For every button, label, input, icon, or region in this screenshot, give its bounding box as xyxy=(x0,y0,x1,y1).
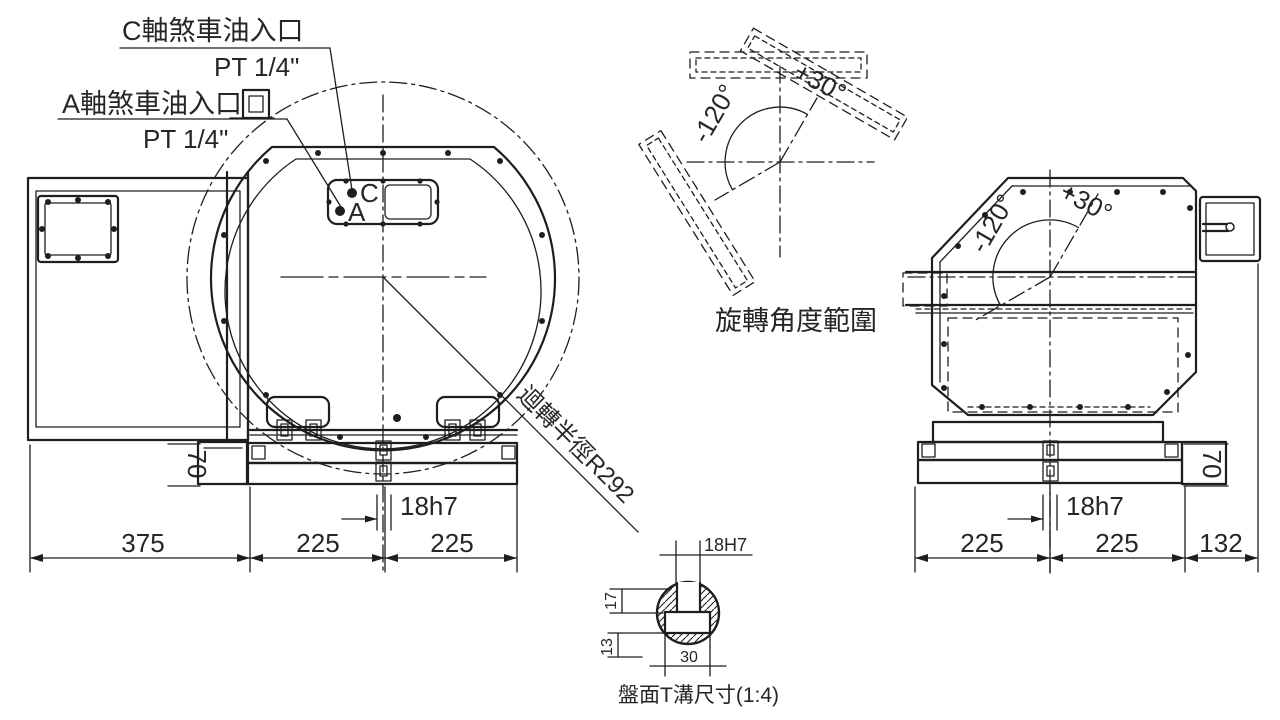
a-axis-callout-line2: PT 1/4" xyxy=(143,124,228,154)
detail-dim-17: 17 xyxy=(603,592,620,610)
dim-side-70: 70 xyxy=(1197,450,1227,479)
rotation-range-caption: 旋轉角度範圍 xyxy=(715,306,877,336)
side-dimensions: 70 225 225 132 18h7 xyxy=(914,263,1259,573)
swing-radius-label: 迴轉半徑R292 xyxy=(512,381,640,509)
front-dimensions: 70 375 225 225 18h7 xyxy=(29,442,518,573)
dim-front-70: 70 xyxy=(182,450,212,479)
dim-side-225b: 225 xyxy=(1095,528,1138,558)
port-a-label: A xyxy=(348,197,366,227)
tslot-detail: 18H7 17 13 30 盤面T溝尺寸(1:4) xyxy=(599,535,779,707)
side-angle-minus: -120° xyxy=(964,189,1021,258)
rotation-range-diagram: +30° -120° 旋轉角度範圍 xyxy=(638,27,909,336)
port-c-dot xyxy=(347,188,357,198)
dim-side-keyway: 18h7 xyxy=(1066,491,1124,521)
detail-dim-30: 30 xyxy=(680,649,698,666)
cabinet-box xyxy=(26,176,250,442)
detail-dim-18h7: 18H7 xyxy=(704,535,747,555)
port-a-dot xyxy=(335,206,345,216)
tslot-caption: 盤面T溝尺寸(1:4) xyxy=(618,684,779,707)
c-axis-callout-line1: C軸煞車油入口 xyxy=(122,16,304,46)
a-axis-callout-line1: A軸煞車油入口 xyxy=(62,89,242,119)
dim-front-375: 375 xyxy=(121,528,164,558)
side-base xyxy=(916,420,1228,486)
side-angle-plus: +30° xyxy=(1055,176,1117,228)
column-plate xyxy=(225,88,275,442)
c-axis-callout-line2: PT 1/4" xyxy=(214,52,299,82)
dim-front-225a: 225 xyxy=(296,528,339,558)
dim-side-132: 132 xyxy=(1199,528,1242,558)
front-view: C A 迴轉半徑R292 C軸煞車油入口 PT 1/4" A軸煞車油入口 PT … xyxy=(26,16,640,574)
brake-oil-callouts: C軸煞車油入口 PT 1/4" A軸煞車油入口 PT 1/4" xyxy=(57,16,353,208)
diagram-angle-minus: -120° xyxy=(686,79,743,148)
port-c-label: C xyxy=(360,178,379,208)
dim-front-keyway: 18h7 xyxy=(400,491,458,521)
diagram-angle-plus: +30° xyxy=(789,56,851,108)
side-view: +30° -120° 70 225 225 132 xyxy=(902,169,1262,574)
dim-side-225a: 225 xyxy=(960,528,1003,558)
side-attachment-block xyxy=(1198,195,1262,263)
dim-front-225b: 225 xyxy=(430,528,473,558)
detail-dim-13: 13 xyxy=(599,638,616,656)
front-centerlines: 迴轉半徑R292 xyxy=(280,94,640,574)
